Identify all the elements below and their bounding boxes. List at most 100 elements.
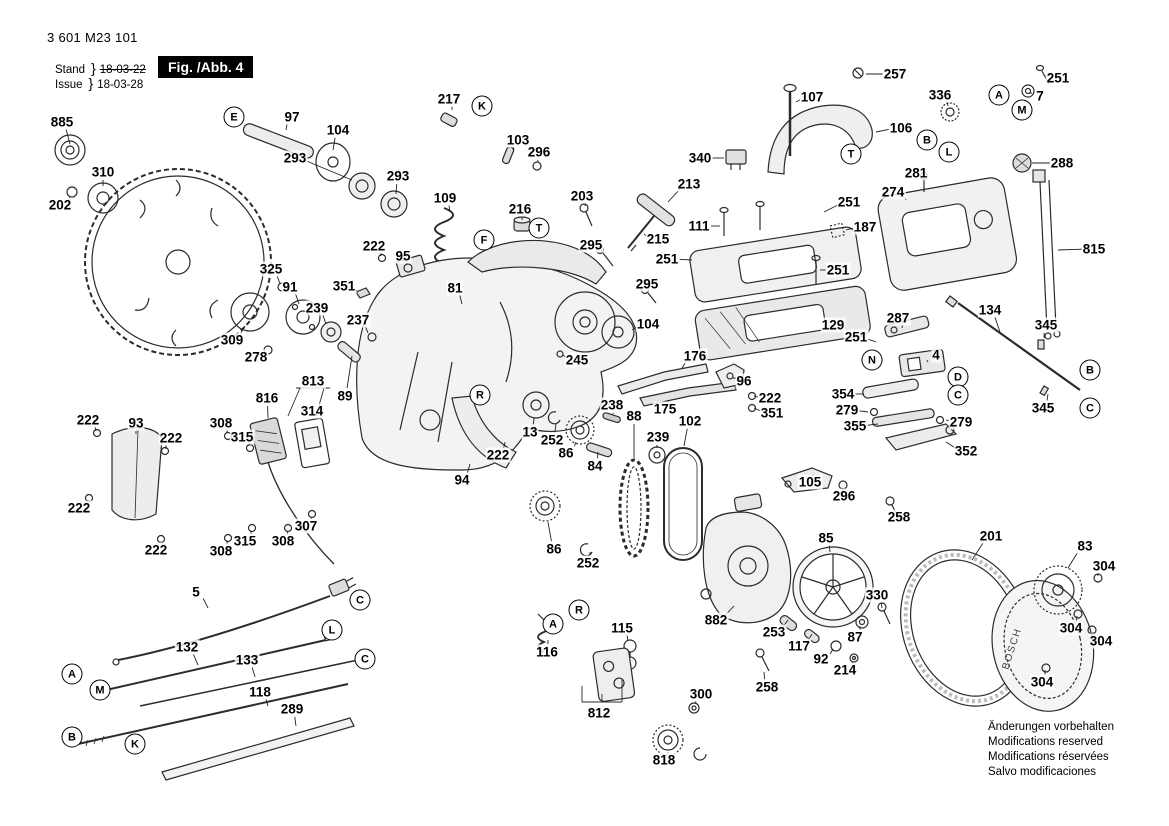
bolt-237	[367, 332, 377, 342]
screw-257	[852, 67, 864, 79]
part-label-88: 88	[625, 408, 643, 424]
callout-A: A	[542, 613, 564, 635]
part-label-94: 94	[453, 472, 471, 488]
part-label-304: 304	[1088, 633, 1114, 649]
part-label-287: 287	[885, 310, 911, 326]
callout-N: N	[861, 349, 883, 371]
washer-239b	[648, 446, 666, 464]
part-label-258: 258	[754, 679, 780, 695]
stand-label: Stand	[55, 64, 86, 76]
screw-222a	[377, 253, 387, 263]
part-label-214: 214	[832, 662, 858, 678]
part-label-213: 213	[676, 176, 702, 192]
callout-L: L	[321, 619, 343, 641]
part-label-222: 222	[143, 542, 169, 558]
part-label-252: 252	[539, 432, 565, 448]
part-label-816: 816	[254, 390, 280, 406]
bearing-239a	[320, 321, 342, 343]
part-label-813: 813	[300, 373, 326, 389]
part-label-295: 295	[578, 237, 604, 253]
part-label-107: 107	[799, 89, 825, 105]
part-label-307: 307	[293, 518, 319, 534]
shaft-89	[337, 341, 361, 363]
gear-818	[652, 724, 707, 761]
brush-plate-812	[592, 647, 636, 702]
pin-217	[440, 112, 458, 128]
part-label-308: 308	[270, 533, 296, 549]
bolt-202	[66, 186, 78, 198]
screws-251-111	[719, 200, 821, 284]
part-label-83: 83	[1076, 538, 1094, 554]
rod-132	[105, 630, 338, 691]
bearing-293a	[348, 172, 376, 200]
issue-brace: }	[88, 75, 94, 91]
issue-label: Issue	[55, 79, 83, 91]
screw-258b	[755, 648, 770, 672]
part-label-296: 296	[526, 144, 552, 160]
screws-304	[1041, 573, 1103, 673]
grommet-216	[513, 216, 531, 232]
part-label-132: 132	[174, 639, 200, 655]
part-label-251: 251	[836, 194, 862, 210]
chain-88	[618, 458, 650, 558]
part-label-251: 251	[654, 251, 680, 267]
part-label-295: 295	[634, 276, 660, 292]
part-label-279: 279	[948, 414, 974, 430]
part-label-4: 4	[931, 347, 941, 363]
flange-885	[54, 134, 86, 166]
callout-R: R	[568, 599, 590, 621]
part-label-7: 7	[1035, 88, 1045, 104]
issue-line: Issue}18-03-28	[55, 75, 143, 91]
callout-C: C	[1079, 397, 1101, 419]
part-label-115: 115	[610, 620, 634, 636]
part-label-885: 885	[49, 114, 75, 130]
callout-R: R	[469, 384, 491, 406]
part-label-111: 111	[687, 218, 711, 234]
screw-279a	[869, 407, 879, 417]
clip-351a	[355, 287, 371, 299]
base-plates-129	[689, 226, 871, 361]
part-label-93: 93	[127, 415, 145, 431]
part-label-815: 815	[1081, 241, 1107, 257]
part-label-330: 330	[864, 587, 890, 603]
gear-336	[940, 102, 960, 122]
part-label-812: 812	[586, 705, 612, 721]
part-label-81: 81	[446, 280, 464, 296]
callout-C: C	[349, 589, 371, 611]
module-816	[249, 417, 287, 465]
screw-215	[627, 215, 655, 252]
part-label-300: 300	[688, 686, 714, 702]
power-cord-5	[112, 577, 357, 666]
part-label-222: 222	[158, 430, 184, 446]
part-label-215: 215	[645, 231, 671, 247]
part-label-102: 102	[677, 413, 703, 429]
part-label-222: 222	[757, 390, 783, 406]
part-label-86: 86	[557, 445, 575, 461]
module-314	[294, 417, 331, 469]
part-label-5: 5	[191, 584, 201, 600]
stand-line: Stand}18-03-22	[55, 60, 146, 76]
fasteners-253-117-92-214	[779, 615, 859, 663]
bits-345	[1037, 339, 1050, 397]
rod-134	[944, 295, 1081, 391]
part-label-216: 216	[507, 201, 533, 217]
part-label-309: 309	[219, 332, 245, 348]
part-label-258: 258	[886, 509, 912, 525]
bar-354	[862, 378, 919, 399]
callout-E: E	[223, 106, 245, 128]
part-label-351: 351	[331, 278, 357, 294]
side-cover-93	[111, 427, 163, 521]
rod-213	[636, 193, 676, 227]
part-label-104: 104	[635, 316, 661, 332]
part-label-134: 134	[977, 302, 1003, 318]
part-label-245: 245	[564, 352, 590, 368]
washer-104-right	[601, 315, 635, 349]
part-label-13: 13	[521, 424, 539, 440]
washer-7	[1021, 84, 1035, 98]
part-label-237: 237	[345, 312, 371, 328]
rods-815	[1032, 169, 1061, 340]
part-label-103: 103	[505, 132, 531, 148]
callout-B: B	[61, 726, 83, 748]
upper-housing-274	[877, 177, 1018, 291]
